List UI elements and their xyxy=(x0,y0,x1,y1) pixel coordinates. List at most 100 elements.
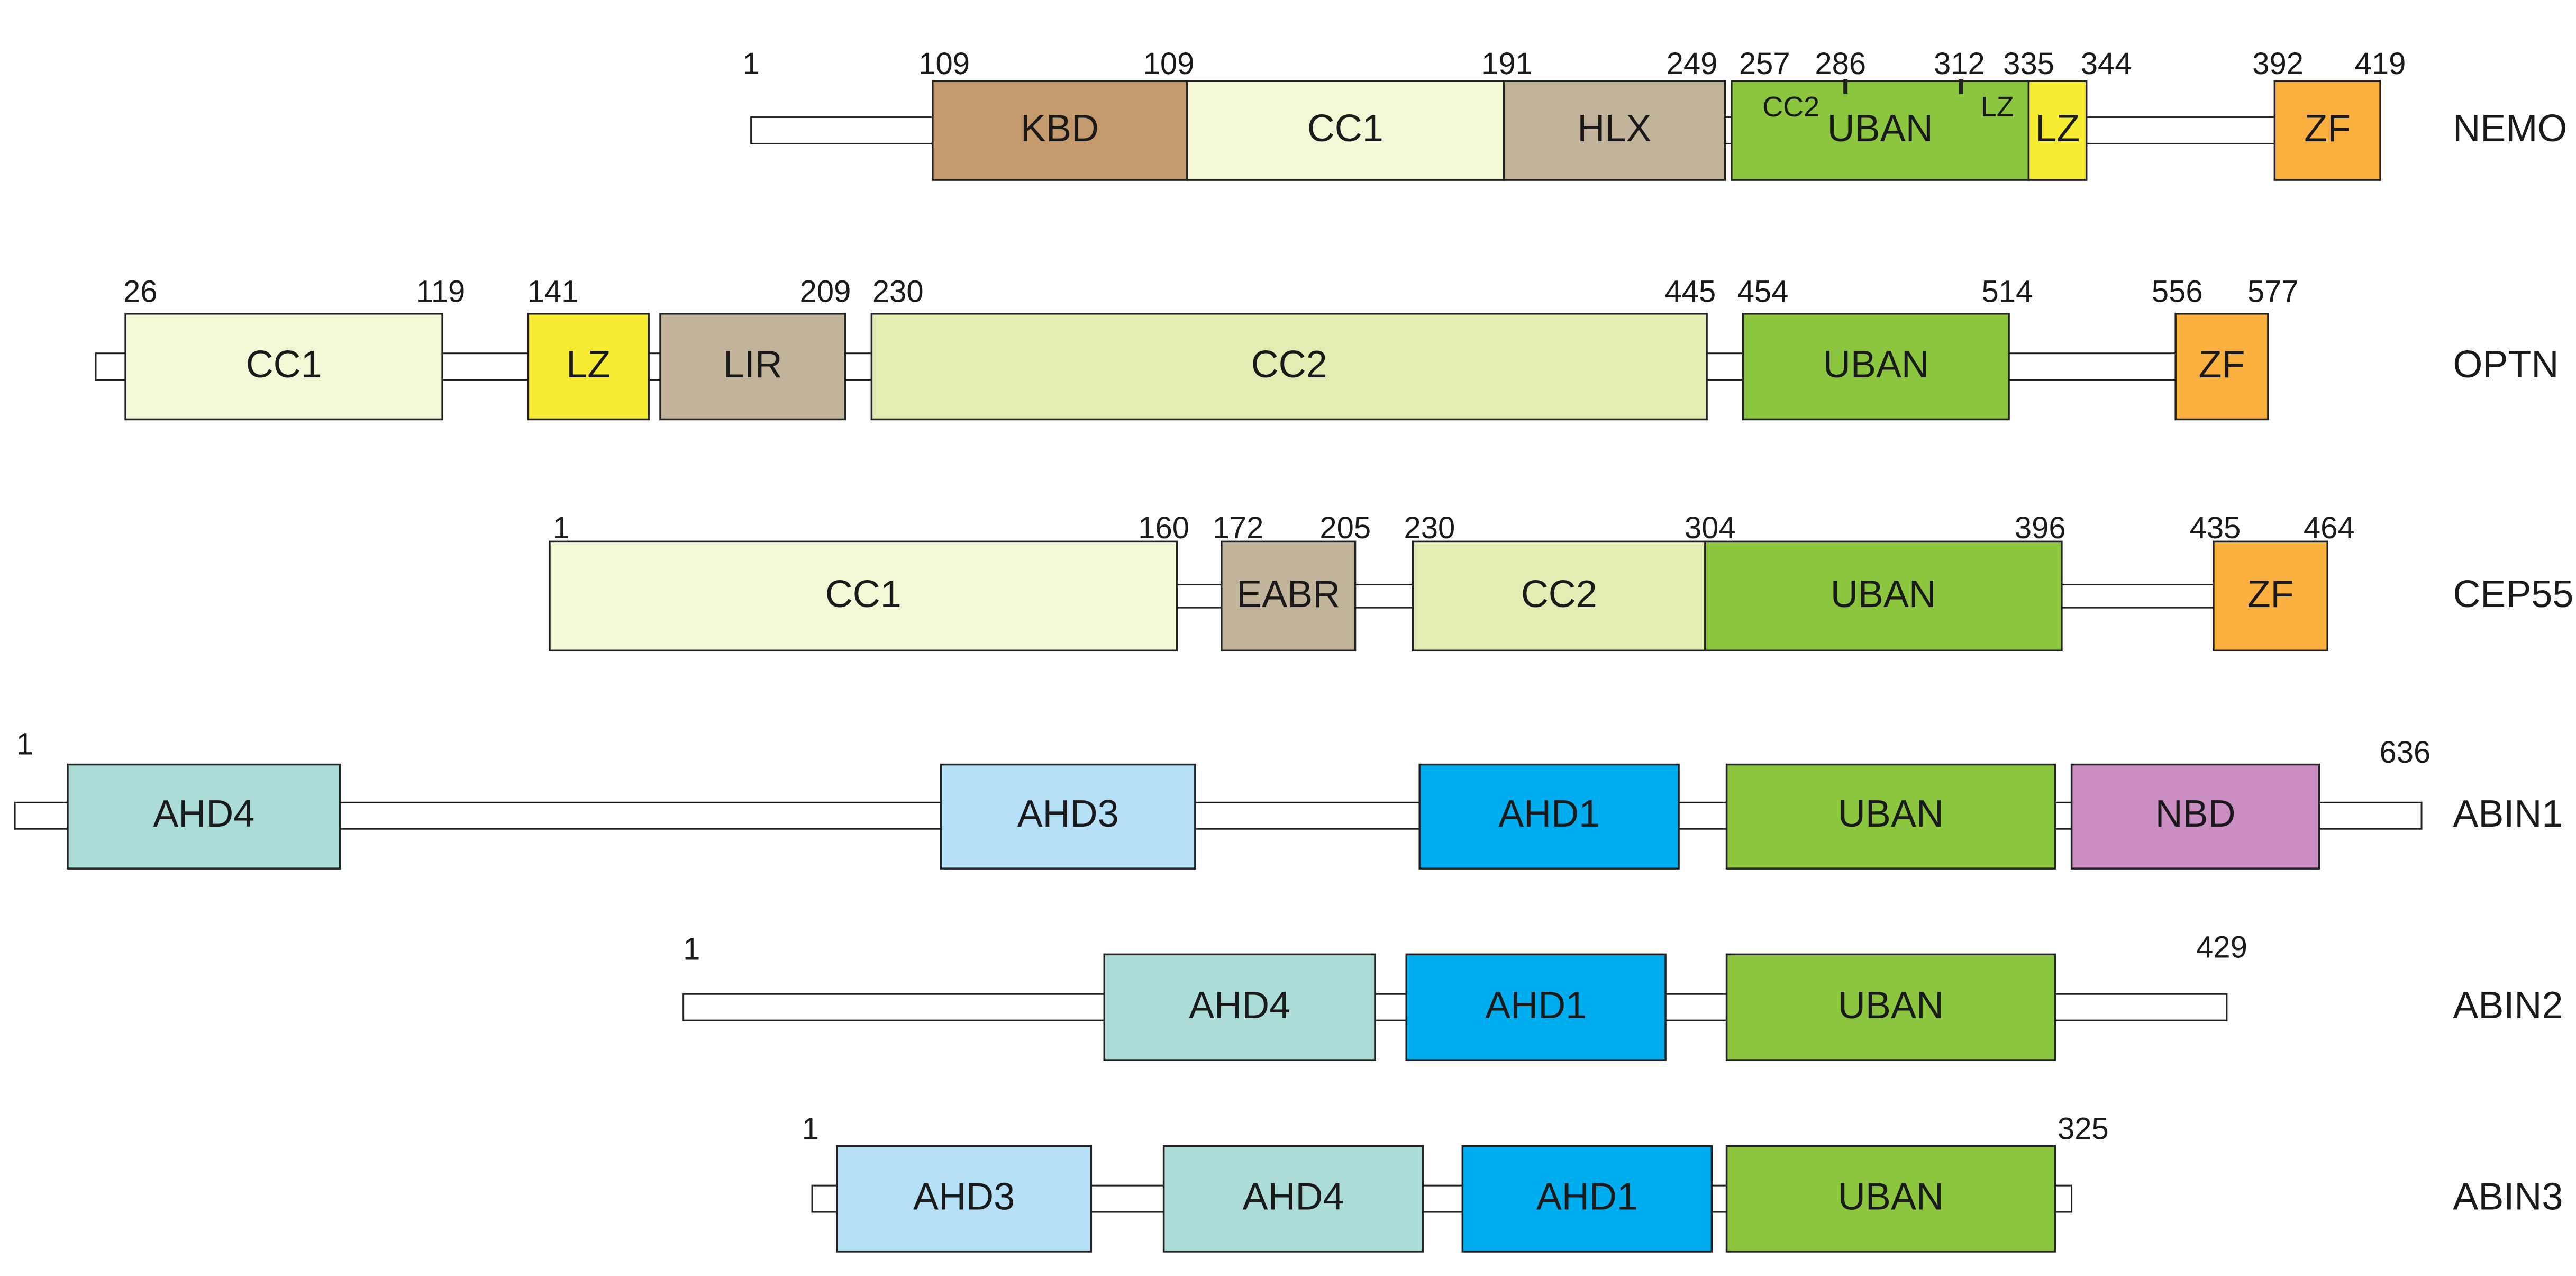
abin2-domain-ahd1 xyxy=(1405,953,1667,1061)
nemo-domain-cc1 xyxy=(1186,80,1505,181)
abin2-residue-number: 1 xyxy=(683,931,700,966)
abin3-protein-name: ABIN3 xyxy=(2453,1176,2563,1218)
optn-residue-number: 119 xyxy=(416,275,465,309)
optn-domain-uban xyxy=(1742,313,2010,421)
abin1-domain-ahd4 xyxy=(67,763,341,870)
optn-domain-label: UBAN xyxy=(1823,343,1929,386)
optn-domain-cc2 xyxy=(870,313,1708,421)
abin3-domain-label: AHD4 xyxy=(1242,1176,1344,1218)
optn-domain-label: LIR xyxy=(723,343,782,386)
abin3-domain-label: UBAN xyxy=(1838,1176,1944,1218)
optn-domain-cc1 xyxy=(124,313,443,421)
nemo-residue-number: 392 xyxy=(2252,47,2304,81)
optn-domain-zf xyxy=(2174,313,2269,421)
optn-domain-label: ZF xyxy=(2199,343,2245,386)
nemo-residue-number: 344 xyxy=(2081,47,2132,81)
abin1-residue-number: 1 xyxy=(16,727,33,762)
cep55-domain-label: UBAN xyxy=(1831,573,1936,616)
abin1-domain-label: UBAN xyxy=(1838,793,1944,835)
abin3-domain-uban xyxy=(1725,1145,2056,1253)
nemo-domain-label: UBAN xyxy=(1827,107,1933,150)
abin3-domain-ahd3 xyxy=(836,1145,1093,1253)
abin1-protein-name: ABIN1 xyxy=(2453,793,2563,835)
optn-domain-lz xyxy=(527,313,650,421)
nemo-residue-number: 419 xyxy=(2355,47,2406,81)
optn-residue-number: 514 xyxy=(1982,275,2033,309)
abin1-domain-ahd3 xyxy=(940,763,1196,870)
abin3-domain-label: AHD1 xyxy=(1536,1176,1638,1218)
abin2-residue-number: 429 xyxy=(2196,930,2247,964)
nemo-domain-label: CC1 xyxy=(1307,107,1383,150)
nemo-subdomain-label: CC2 xyxy=(1762,91,1819,123)
abin2-domain-label: UBAN xyxy=(1838,984,1944,1027)
nemo-residue-number: 286 xyxy=(1815,47,1866,81)
cep55-residue-number: 304 xyxy=(1685,511,1736,545)
optn-residue-number: 577 xyxy=(2247,275,2299,309)
nemo-residue-number: 257 xyxy=(1739,47,1790,81)
cep55-domain-cc1 xyxy=(549,540,1178,652)
cep55-residue-number: 230 xyxy=(1404,511,1455,545)
abin3-residue-number: 1 xyxy=(802,1112,819,1146)
abin1-domain-uban xyxy=(1725,763,2056,870)
nemo-domain-uban xyxy=(1731,80,2030,181)
cep55-residue-number: 396 xyxy=(2015,511,2066,545)
abin2-domain-uban xyxy=(1725,953,2056,1061)
abin1-domain-label: AHD3 xyxy=(1017,793,1119,835)
nemo-residue-number: 109 xyxy=(918,47,970,81)
optn-protein-name: OPTN xyxy=(2453,343,2559,386)
nemo-residue-number: 1 xyxy=(742,47,759,81)
cep55-domain-label: CC1 xyxy=(825,573,902,616)
optn-domain-lir xyxy=(659,313,846,421)
abin2-protein-name: ABIN2 xyxy=(2453,984,2563,1027)
nemo-residue-number: 249 xyxy=(1667,47,1718,81)
abin1-domain-label: AHD4 xyxy=(153,793,254,835)
abin1-domain-nbd xyxy=(2070,763,2320,870)
nemo-domain-label: HLX xyxy=(1577,107,1651,150)
cep55-residue-number: 1 xyxy=(553,511,570,545)
nemo-residue-number: 109 xyxy=(1143,47,1195,81)
nemo-protein-name: NEMO xyxy=(2453,107,2567,150)
cep55-residue-number: 464 xyxy=(2304,511,2355,545)
abin1-domain-label: AHD1 xyxy=(1498,793,1600,835)
abin2-domain-label: AHD1 xyxy=(1485,984,1587,1027)
cep55-domain-label: CC2 xyxy=(1521,573,1597,616)
optn-residue-number: 209 xyxy=(800,275,851,309)
optn-residue-number: 26 xyxy=(123,275,158,309)
abin1-domain-ahd1 xyxy=(1418,763,1680,870)
nemo-residue-number: 312 xyxy=(1934,47,1985,81)
abin1-residue-number: 636 xyxy=(2379,735,2431,770)
nemo-domain-label: LZ xyxy=(2035,107,2080,150)
optn-residue-number: 141 xyxy=(527,275,579,309)
nemo-subdomain-label: LZ xyxy=(1981,91,2014,123)
optn-domain-label: CC1 xyxy=(246,343,322,386)
cep55-residue-number: 435 xyxy=(2190,511,2241,545)
cep55-domain-zf xyxy=(2213,540,2328,652)
abin3-domain-ahd4 xyxy=(1162,1145,1424,1253)
domain-boxes xyxy=(67,79,2381,1253)
optn-domain-label: LZ xyxy=(566,343,611,386)
nemo-domain-lz xyxy=(2027,80,2088,181)
cep55-domain-eabr xyxy=(1221,540,1357,652)
cep55-domain-label: EABR xyxy=(1236,573,1340,616)
cep55-protein-name: CEP55 xyxy=(2453,573,2573,616)
nemo-domain-kbd xyxy=(932,80,1188,181)
cep55-residue-number: 172 xyxy=(1213,511,1264,545)
nemo-residue-number: 191 xyxy=(1481,47,1533,81)
abin3-domain-label: AHD3 xyxy=(913,1176,1015,1218)
abin2-domain-ahd4 xyxy=(1103,953,1376,1061)
optn-residue-number: 230 xyxy=(872,275,924,309)
cep55-domain-label: ZF xyxy=(2247,573,2294,616)
nemo-domain-label: KBD xyxy=(1021,107,1099,150)
optn-residue-number: 454 xyxy=(1737,275,1789,309)
optn-residue-number: 556 xyxy=(2152,275,2203,309)
abin1-domain-label: NBD xyxy=(2155,793,2236,835)
cep55-domain-cc2 xyxy=(1412,540,1706,652)
cep55-domain-uban xyxy=(1704,540,2063,652)
optn-residue-number: 445 xyxy=(1664,275,1716,309)
cep55-residue-number: 160 xyxy=(1138,511,1189,545)
optn-domain-label: CC2 xyxy=(1251,343,1327,386)
nemo-residue-number: 335 xyxy=(2003,47,2054,81)
abin1-backbone xyxy=(14,801,2423,830)
